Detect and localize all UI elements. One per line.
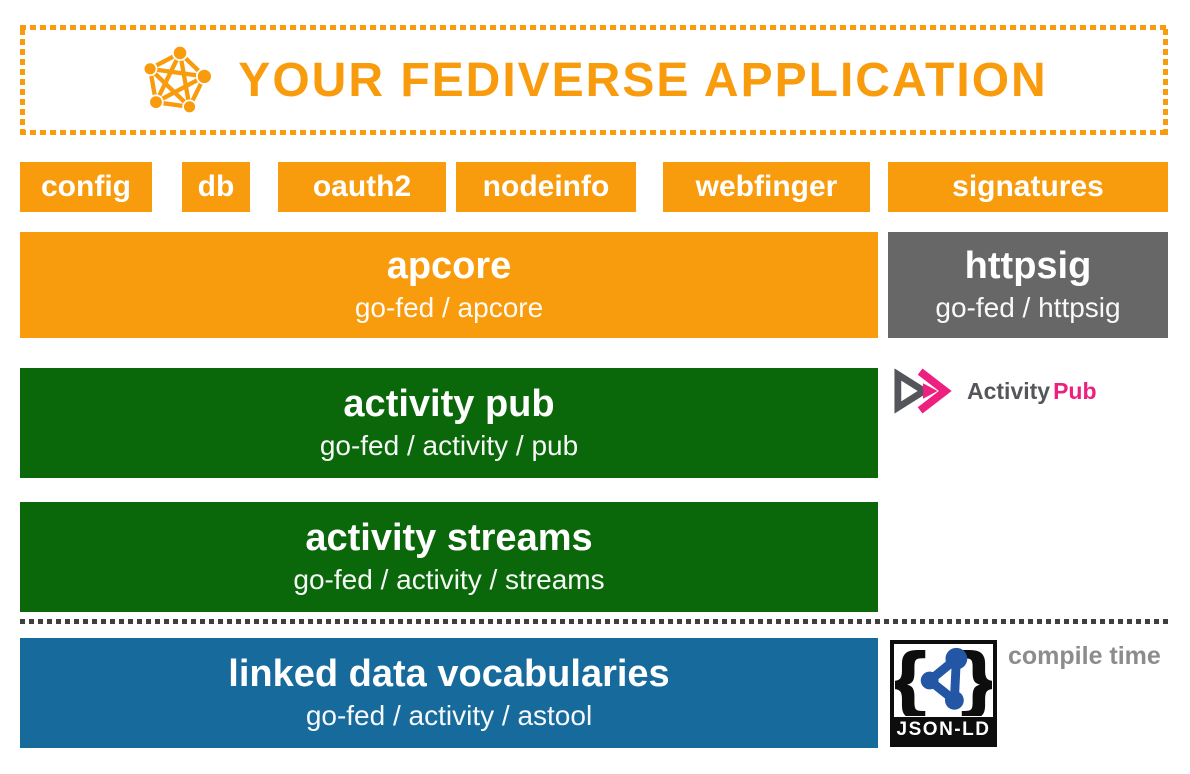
- compile-time-label: compile time: [1008, 642, 1161, 670]
- layer-httpsig-title: httpsig: [964, 245, 1092, 287]
- layer-activity-streams-title: activity streams: [305, 517, 593, 559]
- activitypub-word-activity: Activity: [967, 377, 1051, 404]
- db-chip: db: [182, 162, 250, 212]
- compile-time-divider: [20, 619, 1168, 624]
- fediverse-application-box: YOUR FEDIVERSE APPLICATION: [20, 25, 1168, 135]
- layer-httpsig-repo: go-fed / httpsig: [935, 291, 1121, 323]
- activitypub-word-pub: Pub: [1053, 377, 1097, 404]
- layer-apcore-title: apcore: [386, 245, 512, 287]
- layer-linked-data-repo: go-fed / activity / astool: [305, 699, 593, 731]
- json-ld-label: JSON-LD: [894, 717, 993, 743]
- activitypub-icon: [894, 368, 955, 414]
- layer-activity-streams: activity streams go-fed / activity / str…: [20, 502, 878, 612]
- app-title: YOUR FEDIVERSE APPLICATION: [238, 53, 1048, 107]
- layer-linked-data-vocabularies: linked data vocabularies go-fed / activi…: [20, 638, 878, 748]
- config-chip: config: [20, 162, 152, 212]
- layer-linked-data-title: linked data vocabularies: [228, 653, 670, 695]
- json-ld-icon: { }: [894, 644, 993, 717]
- layer-activity-pub-repo: go-fed / activity / pub: [319, 429, 579, 461]
- signatures-chip: signatures: [888, 162, 1168, 212]
- layer-activity-pub-title: activity pub: [343, 383, 555, 425]
- layer-activity-pub: activity pub go-fed / activity / pub: [20, 368, 878, 478]
- layer-activity-streams-repo: go-fed / activity / streams: [293, 563, 605, 595]
- webfinger-chip: webfinger: [663, 162, 870, 212]
- nodeinfo-chip: nodeinfo: [456, 162, 636, 212]
- layer-apcore-repo: go-fed / apcore: [354, 291, 544, 323]
- layer-apcore: apcore go-fed / apcore: [20, 232, 878, 338]
- fediverse-network-icon: [142, 44, 213, 115]
- json-ld-logo: { } JSON-LD: [890, 640, 997, 747]
- layer-httpsig: httpsig go-fed / httpsig: [888, 232, 1168, 338]
- oauth2-chip: oauth2: [278, 162, 446, 212]
